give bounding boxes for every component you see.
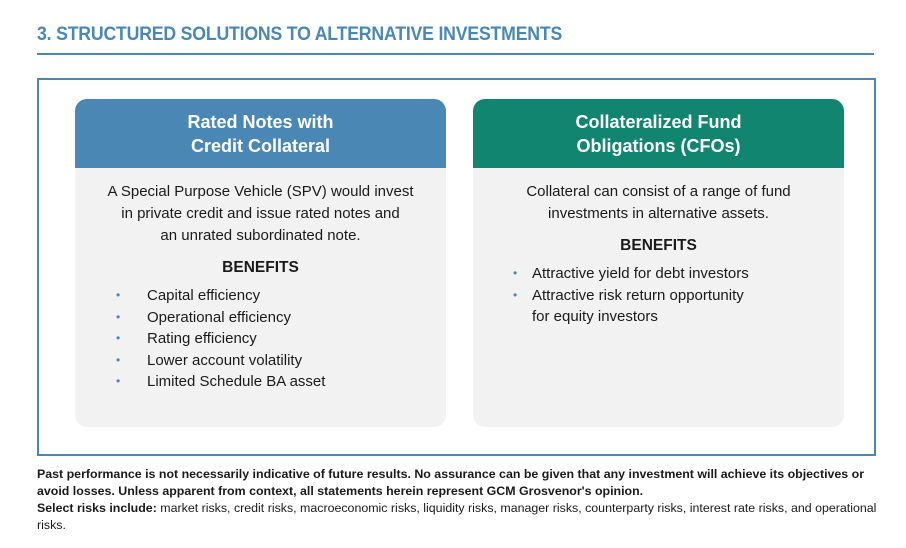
card-header: Rated Notes with Credit Collateral xyxy=(75,99,446,168)
bullet-icon: • xyxy=(116,352,121,367)
list-item: • Attractive risk return opportunity xyxy=(473,285,844,307)
card-rated-notes: Rated Notes with Credit Collateral A Spe… xyxy=(75,99,446,427)
page-title: 3. STRUCTURED SOLUTIONS TO ALTERNATIVE I… xyxy=(37,24,563,45)
description-line: an unrated subordinated note. xyxy=(160,227,361,244)
list-item: • Operational efficiency xyxy=(75,307,446,329)
bullet-icon: • xyxy=(116,374,121,388)
card-description: A Special Purpose Vehicle (SPV) would in… xyxy=(75,181,446,247)
risks-disclaimer: Select risks include: market risks, cred… xyxy=(37,500,877,534)
list-item: • Lower account volatility xyxy=(75,350,446,372)
list-item: • Limited Schedule BA asset xyxy=(75,371,446,393)
bullet-icon: • xyxy=(116,331,121,345)
benefit-text: Attractive yield for debt investors xyxy=(532,265,749,282)
card-cfos: Collateralized Fund Obligations (CFOs) C… xyxy=(473,99,844,427)
risks-label: Select risks include: xyxy=(37,501,157,515)
risks-text: market risks, credit risks, macroeconomi… xyxy=(37,501,877,532)
benefit-text: for equity investors xyxy=(532,308,658,325)
card-header: Collateralized Fund Obligations (CFOs) xyxy=(473,99,844,168)
benefits-heading: BENEFITS xyxy=(620,237,697,254)
card-description: Collateral can consist of a range of fun… xyxy=(473,181,844,225)
description-line: Collateral can consist of a range of fun… xyxy=(526,183,791,200)
bullet-icon: • xyxy=(116,309,121,324)
card-title-line: Collateralized Fund xyxy=(575,111,742,132)
benefit-text: Attractive risk return opportunity xyxy=(532,286,744,304)
bullet-icon: • xyxy=(513,266,518,280)
benefit-text: Lower account volatility xyxy=(147,351,303,369)
list-item: • Capital efficiency xyxy=(75,285,446,307)
bullet-icon: • xyxy=(116,288,121,302)
description-line: in private credit and issue rated notes … xyxy=(121,205,400,222)
benefits-list: • Capital efficiency • Operational efficie… xyxy=(75,285,446,393)
list-item: • Attractive yield for debt investors xyxy=(473,263,844,285)
disclaimer: Past performance is not necessarily indi… xyxy=(37,466,877,534)
bullet-icon: • xyxy=(513,287,518,302)
title-divider xyxy=(37,53,874,55)
list-item: • Rating efficiency xyxy=(75,328,446,350)
benefit-text: Operational efficiency xyxy=(147,308,291,326)
description-line: investments in alternative assets. xyxy=(548,205,769,222)
benefit-text: Limited Schedule BA asset xyxy=(147,373,326,390)
benefit-text: Capital efficiency xyxy=(147,287,261,304)
card-title-line: Obligations (CFOs) xyxy=(576,135,741,156)
performance-disclaimer: Past performance is not necessarily indi… xyxy=(37,467,865,498)
benefits-list: • Attractive yield for debt investors • At… xyxy=(473,263,844,328)
benefits-heading: BENEFITS xyxy=(222,259,299,276)
card-title-line: Rated Notes with xyxy=(187,111,334,132)
description-line: A Special Purpose Vehicle (SPV) would in… xyxy=(107,183,414,200)
card-title-line: Credit Collateral xyxy=(190,135,331,156)
list-item-continuation: for equity investors xyxy=(473,306,844,328)
content-frame xyxy=(37,78,876,456)
benefit-text: Rating efficiency xyxy=(147,330,257,347)
